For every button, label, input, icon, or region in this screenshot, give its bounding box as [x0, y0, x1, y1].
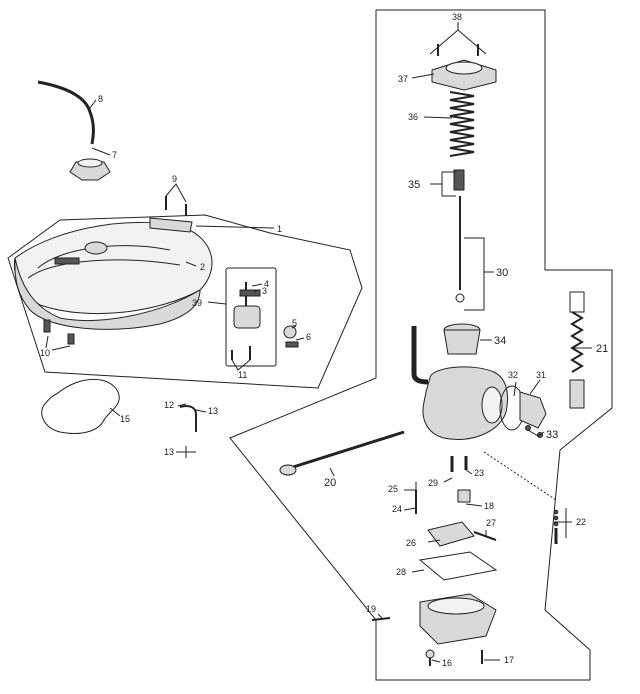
callout-24: 24 — [392, 504, 402, 514]
callout-7: 7 — [112, 150, 117, 160]
callout-13-upper: 13 — [208, 406, 218, 416]
fuel-tank-group-outline — [7, 214, 363, 389]
callout-1: 1 — [277, 224, 282, 234]
callout-33: 33 — [546, 429, 558, 441]
callout-27: 27 — [486, 518, 496, 528]
callout-39: 39 — [192, 298, 202, 308]
callout-13-lower: 13 — [164, 447, 174, 457]
callout-11: 11 — [238, 370, 247, 380]
callout-19: 19 — [366, 604, 376, 614]
callout-32: 32 — [508, 370, 518, 380]
callout-23: 23 — [474, 468, 484, 478]
callout-35: 35 — [408, 179, 420, 191]
part-number-callouts: 1 2 3 4 5 6 7 8 9 10 11 12 13 13 15 16 1… — [40, 12, 608, 668]
callout-8: 8 — [98, 94, 103, 104]
callout-16: 16 — [442, 658, 452, 668]
callout-2: 2 — [200, 262, 205, 272]
callout-31: 31 — [536, 370, 546, 380]
leader-lines — [45, 22, 592, 663]
fuel-tank-assembly — [13, 80, 299, 458]
callout-21: 21 — [596, 343, 608, 355]
carburetor-assembly — [279, 44, 585, 666]
callout-37: 37 — [398, 74, 408, 84]
callout-34: 34 — [494, 335, 506, 347]
callout-15: 15 — [120, 414, 130, 424]
callout-6: 6 — [306, 332, 311, 342]
callout-3: 3 — [262, 286, 267, 296]
callout-38: 38 — [452, 12, 462, 22]
callout-25: 25 — [388, 484, 398, 494]
callout-29: 29 — [428, 478, 438, 488]
callout-28: 28 — [396, 567, 406, 577]
callout-36: 36 — [408, 112, 418, 122]
callout-30: 30 — [496, 267, 508, 279]
callout-4: 4 — [264, 279, 269, 289]
callout-5: 5 — [292, 318, 297, 328]
callout-20: 20 — [324, 477, 336, 489]
callout-17: 17 — [504, 655, 514, 665]
callout-18: 18 — [484, 501, 494, 511]
callout-9: 9 — [172, 174, 177, 184]
callout-10: 10 — [40, 348, 50, 358]
carburetor-group-outline — [229, 9, 613, 681]
callout-26: 26 — [406, 538, 416, 548]
callout-12: 12 — [164, 400, 174, 410]
callout-22: 22 — [576, 517, 586, 527]
